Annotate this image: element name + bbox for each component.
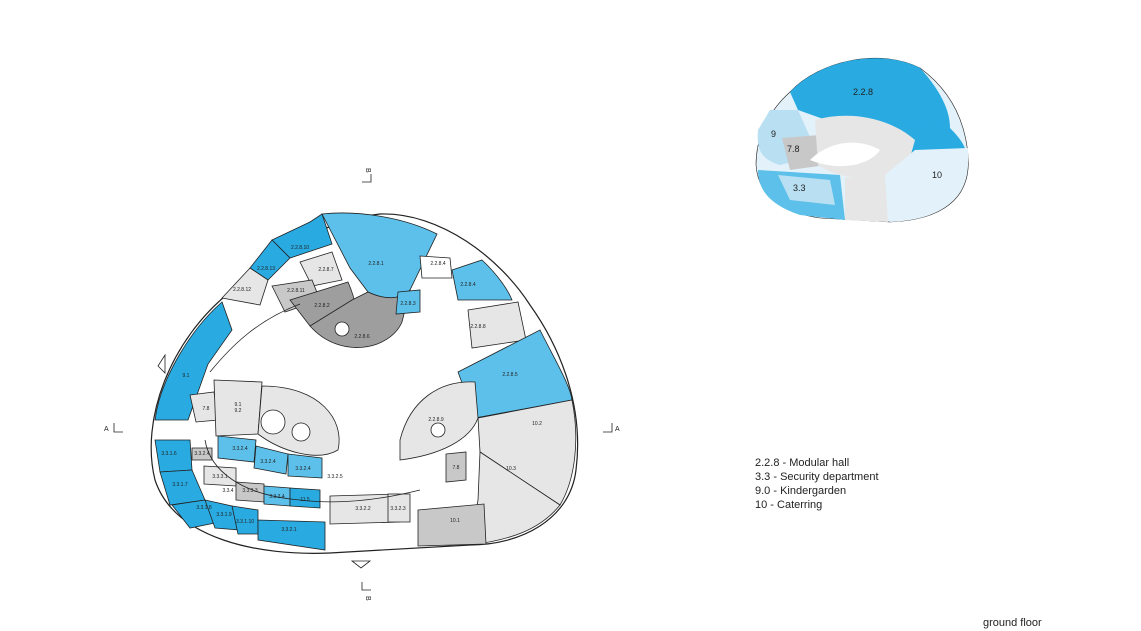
atrium-column-c [430, 422, 446, 438]
legend-item-kindergarden: 9.0 - Kindergarden [755, 485, 847, 497]
label-3-3-3-4: 3.3.3.4 [269, 494, 285, 500]
room-2-2-8-4-lower [451, 259, 513, 301]
label-2-2-8-1: 2.2.8.1 [368, 261, 384, 267]
label-3-3-1-10: 3.3.1.10 [236, 519, 254, 525]
legend-item-security: 3.3 - Security department [755, 471, 879, 483]
key-label-9: 9 [771, 129, 776, 139]
section-a-right-mark [603, 423, 613, 433]
label-11-5: 11.5 [300, 497, 310, 503]
label-2-2-8-13: 2.2.8.13 [257, 266, 275, 272]
label-3-3-2-4c: 3.3.2.4 [295, 466, 311, 472]
label-2-2-8-4a: 2.2.8.4 [430, 261, 446, 267]
room-3-3-2-4-d [191, 447, 213, 461]
key-plan-labels: 2.2.8 9 7.8 3.3 10 [771, 87, 942, 193]
label-3-3-3-3: 3.3.3.3 [242, 488, 258, 494]
label-7-8-left: 7.8 [203, 406, 210, 412]
label-3-3-2-1: 3.3.2.1 [281, 527, 297, 533]
label-3-3-1-6: 3.3.1.6 [161, 451, 177, 457]
label-2-2-8-3: 2.2.8.3 [400, 301, 416, 307]
label-7-8-right: 7.8 [453, 465, 460, 471]
section-b-top-mark [362, 174, 372, 183]
label-10-2: 10.2 [532, 421, 542, 427]
main-floor-plan [150, 212, 579, 554]
label-2-2-8-10: 2.2.8.10 [291, 245, 309, 251]
section-markers [113, 174, 613, 591]
label-9-1: 9.1 [183, 373, 190, 379]
key-zone-3-3-inner [778, 175, 835, 205]
key-label-10: 10 [932, 170, 942, 180]
section-b-bottom: B [364, 596, 371, 601]
atrium-column-b [291, 422, 311, 442]
room-3-3-2-1 [257, 519, 326, 551]
room-2-2-8-6 [309, 288, 411, 348]
label-3-3-2-4d: 3.3.2.4 [194, 451, 210, 457]
room-2-2-8-7 [299, 251, 343, 287]
atrium-cylinder [257, 385, 340, 456]
section-a-left-mark [113, 423, 123, 433]
room-9-1 [154, 301, 233, 421]
section-a-left: A [104, 426, 109, 433]
label-3-3-1-9: 3.3.1.9 [216, 512, 232, 518]
atrium-column-d [334, 321, 350, 337]
corridor-ring [204, 303, 421, 503]
label-2-2-8-8: 2.2.8.8 [470, 324, 486, 330]
room-2-2-8-4-upper [419, 255, 453, 279]
room-3-3-2-4-c [287, 453, 323, 479]
label-3-3-1-7: 3.3.1.7 [172, 482, 188, 488]
room-2-2-8-3 [395, 289, 421, 315]
label-2-2-8-2: 2.2.8.2 [314, 303, 330, 309]
room-10-3 [469, 451, 561, 546]
label-3-3-2-4b: 3.3.2.4 [260, 459, 276, 465]
entrance-arrow-bottom [350, 560, 372, 569]
label-2-2-8-6: 2.2.8.6 [354, 334, 370, 340]
label-2-2-8-9: 2.2.8.9 [428, 417, 444, 423]
label-3-3-2-2: 3.3.2.2 [355, 506, 371, 512]
key-plan [755, 57, 969, 223]
label-3-3-2-4a: 3.3.2.4 [232, 446, 248, 452]
room-10-1 [417, 503, 487, 547]
room-3-3-2-4-b [253, 445, 289, 475]
label-3-3-3-1: 3.3.3.1 [212, 474, 228, 480]
entrance-arrow-left [157, 353, 166, 374]
atrium-column-a [260, 409, 286, 435]
room-7-8-right [445, 451, 467, 483]
label-3-3-4: 3.3.4 [222, 488, 233, 494]
key-label-3-3: 3.3 [793, 183, 806, 193]
label-2-2-8-4b: 2.2.8.4 [460, 282, 476, 288]
label-2-2-8-5: 2.2.8.5 [502, 372, 518, 378]
label-3-3-2-3: 3.3.2.3 [390, 506, 406, 512]
section-a-right: A [615, 426, 620, 433]
section-marker-labels: A A B B [104, 168, 620, 601]
room-2-2-8-12 [221, 267, 269, 306]
room-2-2-8-9 [399, 381, 479, 461]
label-2-2-8-7: 2.2.8.7 [318, 267, 334, 273]
legend-item-catering: 10 - Caterring [755, 499, 823, 511]
section-b-top: B [364, 168, 371, 173]
room-labels: 2.2.8.1 2.2.8.10 2.2.8.13 2.2.8.12 2.2.8… [161, 245, 542, 533]
drawing-caption: ground floor [983, 617, 1042, 629]
label-3-3-2-5: 3.3.2.5 [327, 474, 343, 480]
label-2-2-8-11: 2.2.8.11 [287, 288, 305, 294]
legend-item-modular-hall: 2.2.8 - Modular hall [755, 457, 850, 469]
key-label-2-2-8: 2.2.8 [853, 87, 873, 97]
legend: 2.2.8 - Modular hall 3.3 - Security depa… [755, 456, 879, 512]
section-b-bottom-mark [361, 582, 371, 591]
label-10-1: 10.1 [450, 518, 460, 524]
key-label-7-8: 7.8 [787, 144, 800, 154]
label-2-2-8-12: 2.2.8.12 [233, 287, 251, 293]
key-zone-10 [885, 148, 969, 222]
room-11-5 [289, 487, 321, 509]
label-10-3: 10.3 [506, 466, 516, 472]
key-zone-gray-bottom [845, 175, 888, 222]
room-3-3-2-4-a [217, 435, 257, 463]
label-3-3-1-8: 3.3.1.8 [196, 505, 212, 511]
key-plan-inner-void [810, 142, 880, 167]
